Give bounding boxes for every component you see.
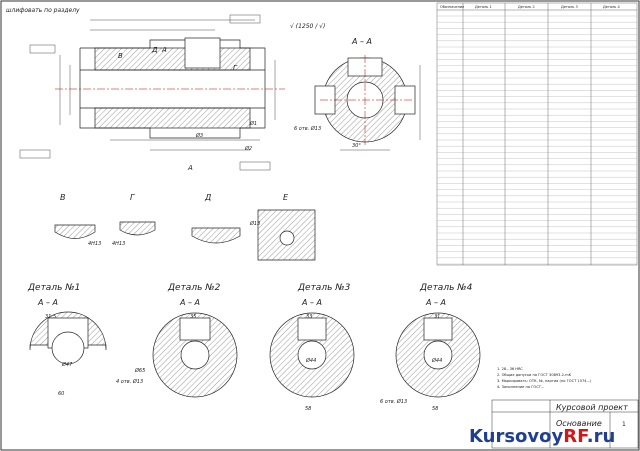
svg-text:31: 31 bbox=[434, 314, 440, 320]
note-0: 1. 28...36 HRC bbox=[497, 367, 523, 371]
spec-header-4: Деталь 4 bbox=[603, 5, 620, 9]
note-1: 2. Общие допуски по ГОСТ 30893.2-mK bbox=[497, 373, 572, 377]
note-3: 4. Заполнение по ГОСТ... bbox=[497, 385, 544, 389]
view-e-label: Е bbox=[283, 193, 289, 202]
main-section-view: шлифовать по разделу В Д А Г А Ø3 Ø1 Ø2 bbox=[6, 7, 285, 172]
title-sheet-no: 1 bbox=[622, 421, 626, 428]
spec-header-0: Обозначение bbox=[440, 5, 464, 9]
watermark-suffix: .ru bbox=[587, 426, 616, 447]
detail-4-title: Деталь №4 bbox=[419, 283, 473, 293]
svg-text:58: 58 bbox=[432, 406, 438, 412]
note-2: 3. Маркировать: ОТК, №, партия (по ГОСТ … bbox=[497, 379, 592, 383]
watermark-logo: KursovoyRF.ru bbox=[469, 426, 615, 447]
spec-rows bbox=[437, 15, 637, 265]
watermark-accent: RF bbox=[563, 426, 588, 447]
section-a-a-main: √ (1250 / √) А – А 6 отв. Ø13 30° bbox=[290, 23, 421, 151]
spec-header-2: Деталь 2 bbox=[518, 5, 535, 9]
title-block: Курсовой проект Основание 1 bbox=[491, 399, 639, 449]
detail-1: Деталь №1 А – А 31.5 60 Ø47 bbox=[27, 283, 107, 397]
svg-text:KursovoyRF.ru: KursovoyRF.ru bbox=[469, 426, 615, 447]
svg-text:Ø44: Ø44 bbox=[431, 357, 442, 364]
detail-3: Деталь №3 А – А 33 58 Ø44 bbox=[269, 283, 355, 412]
title-name: Основание bbox=[556, 419, 602, 428]
svg-text:А – А: А – А bbox=[37, 298, 58, 307]
detail-2-title: Деталь №2 bbox=[167, 283, 221, 293]
svg-text:А: А bbox=[161, 46, 167, 54]
svg-text:Ø3: Ø3 bbox=[195, 132, 203, 139]
view-v-label: В bbox=[60, 193, 66, 202]
svg-text:30°: 30° bbox=[352, 143, 361, 149]
section-label-main: А – А bbox=[351, 37, 372, 46]
view-g-label: Г bbox=[130, 193, 135, 202]
watermark-main: Kursovoy bbox=[469, 426, 564, 447]
svg-text:Ø1: Ø1 bbox=[249, 120, 257, 127]
svg-text:А – А: А – А bbox=[301, 298, 322, 307]
svg-text:А – А: А – А bbox=[425, 298, 446, 307]
technical-notes: 1. 28...36 HRC 2. Общие допуски по ГОСТ … bbox=[497, 367, 592, 389]
svg-text:31.5: 31.5 bbox=[45, 314, 56, 320]
spec-table: Обозначение Деталь 1 Деталь 2 Деталь 3 Д… bbox=[436, 2, 638, 266]
svg-text:4Н13: 4Н13 bbox=[112, 241, 125, 247]
svg-text:4 отв. Ø13: 4 отв. Ø13 bbox=[116, 378, 143, 385]
detail-views: В 4Н13 Г 4Н13 Д Е Ø13 bbox=[54, 193, 316, 261]
svg-text:60: 60 bbox=[58, 391, 64, 397]
holes-main: 6 отв. Ø13 bbox=[294, 125, 321, 132]
detail-1-title: Деталь №1 bbox=[27, 283, 80, 293]
spec-header-1: Деталь 1 bbox=[475, 5, 492, 9]
svg-text:А – А: А – А bbox=[179, 298, 200, 307]
svg-text:58: 58 bbox=[305, 406, 311, 412]
svg-text:Ø47: Ø47 bbox=[61, 361, 73, 368]
svg-text:4Н13: 4Н13 bbox=[88, 241, 101, 247]
svg-text:Г: Г bbox=[233, 64, 238, 72]
detail-3-title: Деталь №3 bbox=[297, 283, 351, 293]
detail-2: Деталь №2 А – А 35 Ø65 4 отв. Ø13 bbox=[116, 283, 238, 398]
svg-text:Д: Д bbox=[151, 46, 158, 54]
svg-text:6 отв. Ø13: 6 отв. Ø13 bbox=[380, 398, 407, 405]
view-d-label: Д bbox=[204, 193, 211, 202]
svg-text:Ø65: Ø65 bbox=[134, 367, 145, 374]
svg-text:Ø13: Ø13 bbox=[249, 220, 260, 227]
svg-text:33: 33 bbox=[306, 314, 312, 320]
svg-text:Ø2: Ø2 bbox=[244, 145, 252, 152]
svg-text:Ø44: Ø44 bbox=[305, 357, 316, 364]
title-project: Курсовой проект bbox=[556, 403, 628, 412]
svg-text:А: А bbox=[187, 164, 193, 172]
svg-text:В: В bbox=[118, 52, 123, 60]
top-note: шлифовать по разделу bbox=[6, 7, 80, 14]
roughness-note: √ (1250 / √) bbox=[290, 23, 325, 30]
svg-text:35: 35 bbox=[190, 314, 196, 320]
detail-4: Деталь №4 А – А 31 58 Ø44 6 отв. Ø13 bbox=[380, 283, 481, 412]
spec-header-3: Деталь 3 bbox=[561, 5, 578, 9]
